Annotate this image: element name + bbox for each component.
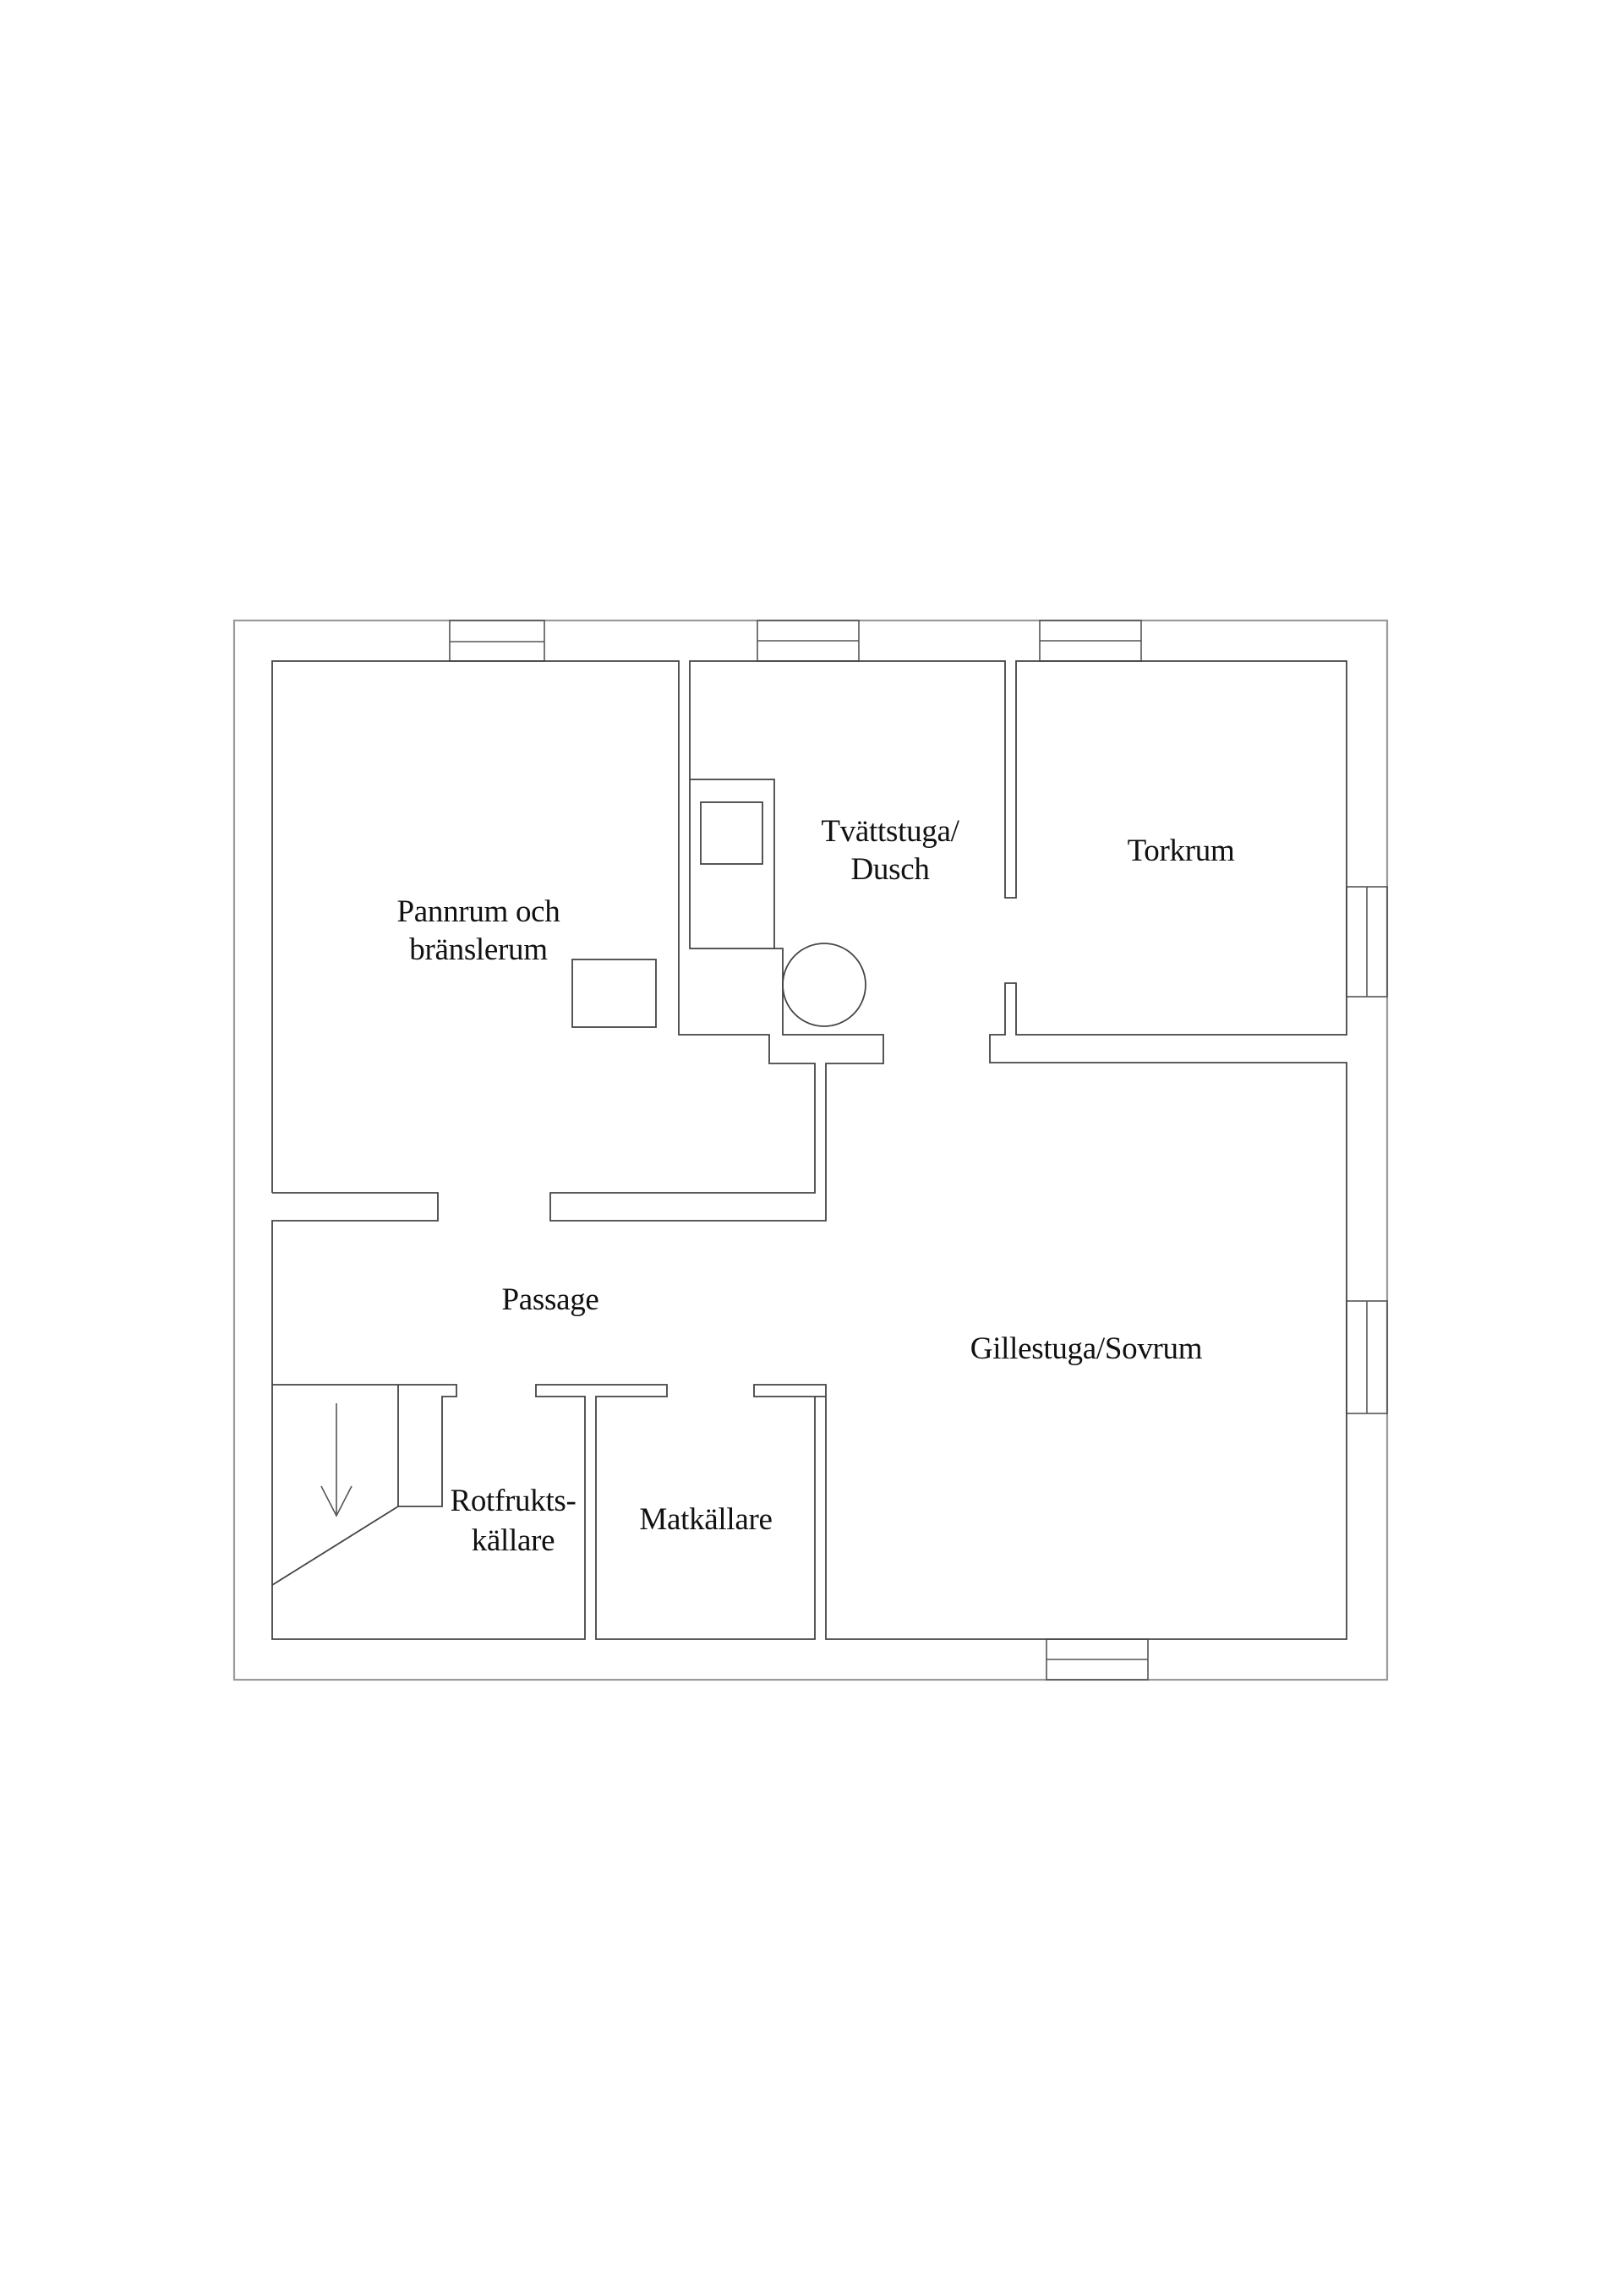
wall-rotfrukt-outline xyxy=(271,1384,827,1640)
room-label-line: Pannrum och xyxy=(396,894,560,929)
room-label-tvattstuga: Tvättstuga/ Dusch xyxy=(821,812,959,888)
room-label-line: Torkrum xyxy=(1127,834,1235,868)
window-right-gillestuga xyxy=(1346,1300,1388,1414)
exterior-wall-outline xyxy=(232,619,1389,1681)
room-label-line: källare xyxy=(471,1523,555,1558)
room-label-line: Matkällare xyxy=(639,1502,773,1537)
room-label-rotfruktskallare: Rotfrukts- källare xyxy=(450,1481,576,1561)
window-top-torkrum xyxy=(1039,620,1142,662)
stair-arrow-down-icon xyxy=(320,1403,352,1517)
window-top-tvattstuga xyxy=(757,620,860,662)
window-bottom-gillestuga xyxy=(1046,1638,1149,1681)
washing-machine-icon xyxy=(700,801,763,865)
room-label-line: Rotfrukts- xyxy=(450,1484,577,1518)
wall-pannrum xyxy=(271,660,884,1222)
wall-stair-rotfrukt xyxy=(272,1384,457,1507)
window-right-torkrum xyxy=(1346,886,1388,998)
room-label-pannrum: Pannrum och bränslerum xyxy=(397,893,560,969)
stair-diagonal xyxy=(271,1506,399,1586)
wall-tvattstuga xyxy=(689,660,1347,1640)
window-top-pannrum xyxy=(449,620,545,662)
room-label-passage: Passage xyxy=(501,1281,598,1319)
room-label-torkrum: Torkrum xyxy=(1128,832,1235,870)
room-label-line: Gillestuga/Sovrum xyxy=(970,1331,1203,1366)
room-label-line: Passage xyxy=(501,1282,599,1317)
boiler-icon xyxy=(571,959,657,1028)
laundry-counter xyxy=(689,779,775,949)
room-label-gillestuga: Gillestuga/Sovrum xyxy=(970,1330,1203,1368)
shower-drain-icon xyxy=(782,943,866,1027)
wall-pannrum-passage-left xyxy=(271,1192,439,1385)
room-label-line: Tvättstuga/ xyxy=(821,814,959,849)
room-label-matkallare: Matkällare xyxy=(639,1501,773,1539)
room-label-line: Dusch xyxy=(850,852,930,887)
room-label-line: bränslerum xyxy=(409,932,548,967)
